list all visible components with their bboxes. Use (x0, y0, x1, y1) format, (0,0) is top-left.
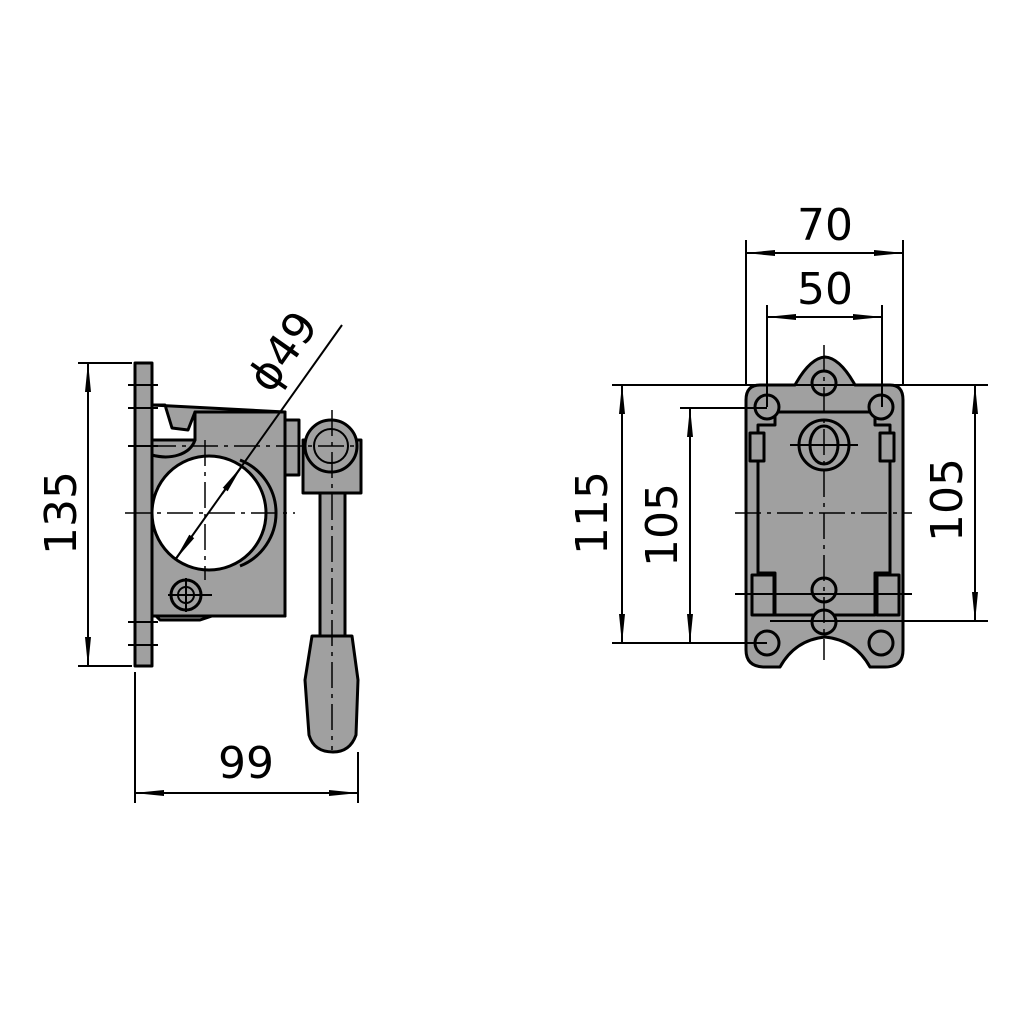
dimension-105-right: 105 (922, 458, 973, 542)
side-view: 135 99 ϕ49 (36, 302, 363, 803)
spindle (283, 418, 301, 477)
diameter-leader (174, 324, 343, 561)
hinge-edge (151, 439, 197, 459)
dimension-70: 70 (797, 200, 853, 251)
dimension-135: 135 (36, 471, 87, 555)
dimension-115: 115 (567, 471, 618, 555)
dimension-99: 99 (218, 738, 274, 789)
dimension-50: 50 (797, 264, 853, 315)
mounting-plate (133, 361, 154, 668)
front-view: 70 50 115 105 105 (567, 200, 988, 669)
dimension-105-left: 105 (637, 483, 688, 567)
dimension-diameter-49: ϕ49 (238, 302, 329, 401)
